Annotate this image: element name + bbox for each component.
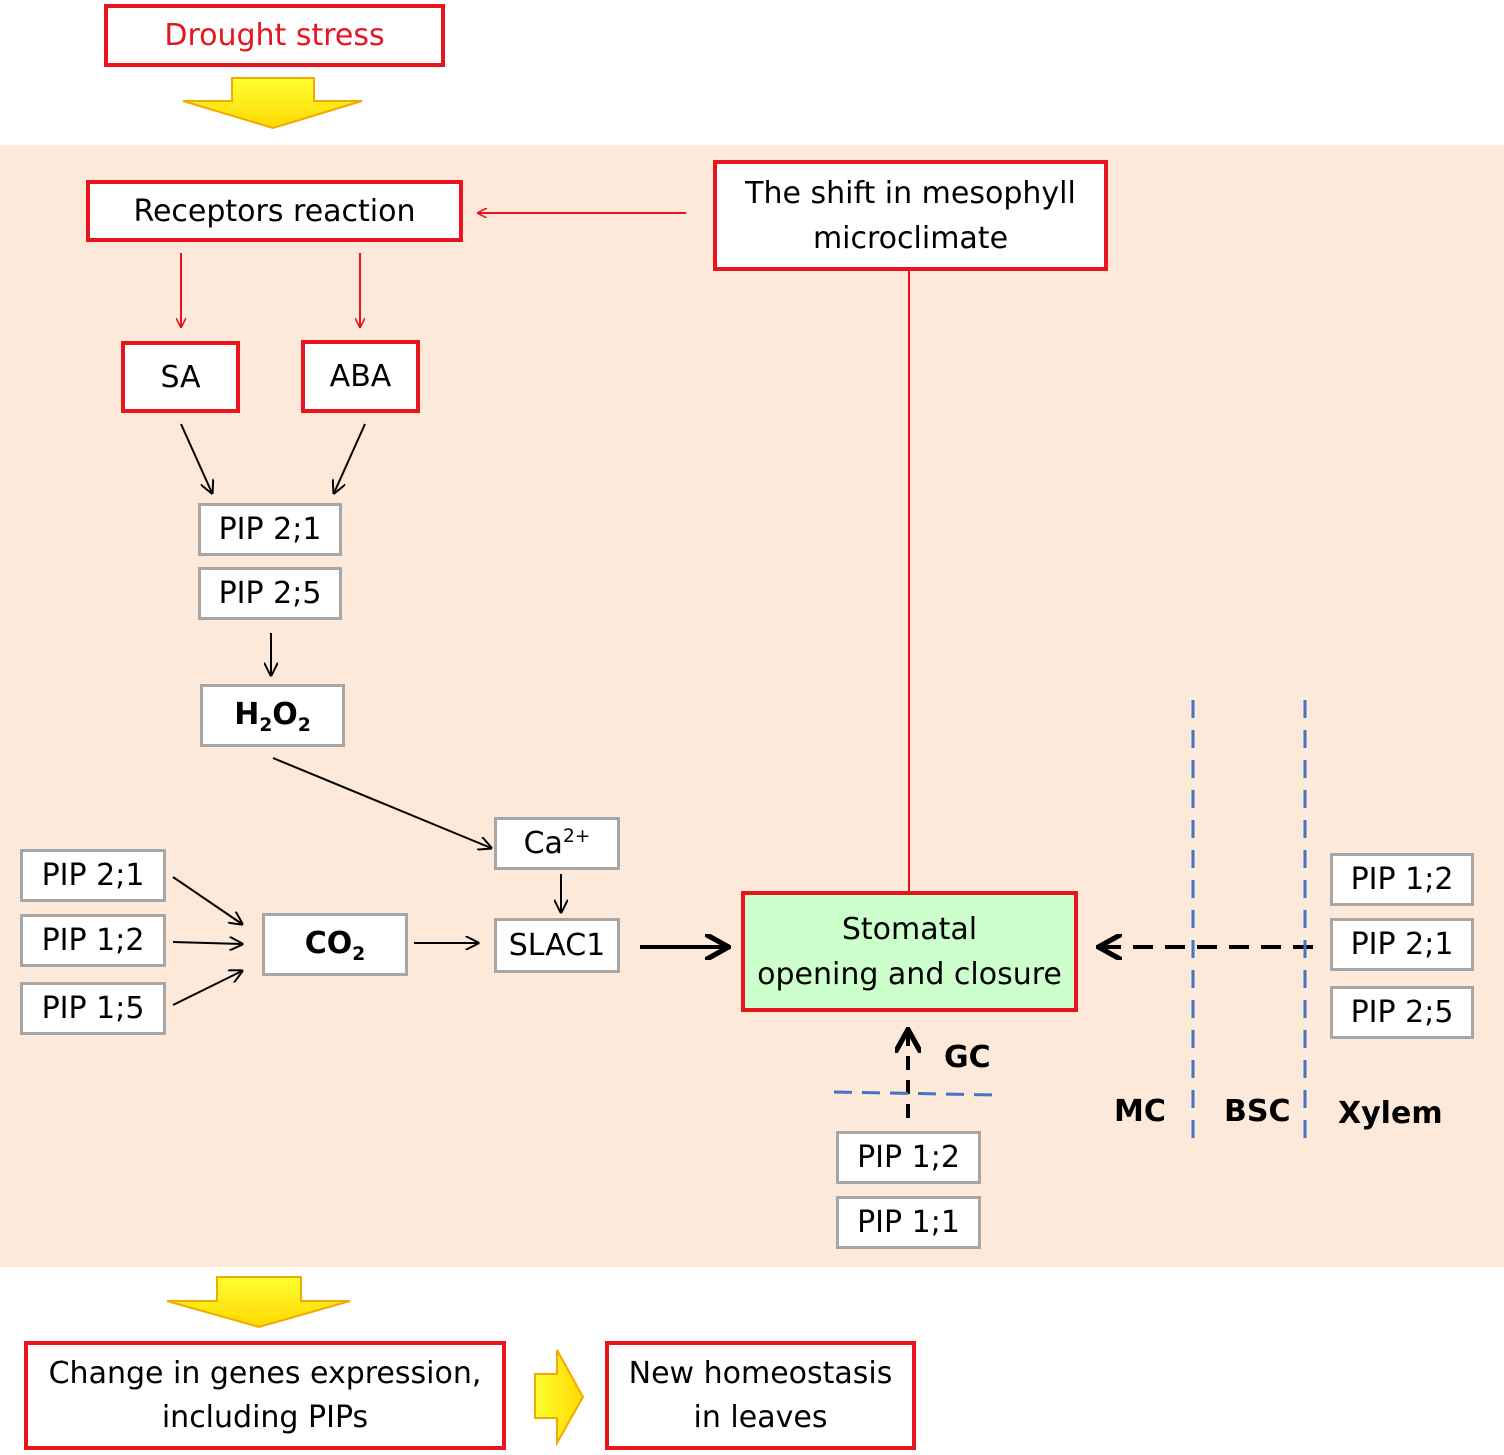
gene-expression-line-2: including PIPs — [161, 1399, 369, 1435]
arrow-sa-to-pip — [180, 423, 212, 493]
bsc-label: BSC — [1224, 1094, 1291, 1129]
left-pip-label: PIP 2;1 — [41, 858, 145, 893]
bottom-pip-label: PIP 1;1 — [857, 1205, 960, 1240]
right-pip-box: PIP 2;1 — [1330, 918, 1474, 971]
mesophyll-line-2: microclimate — [812, 220, 1009, 256]
receptors-reaction-box: Receptors reaction — [86, 180, 463, 242]
arrow-pip21-to-co2 — [172, 876, 242, 924]
mesophyll-line-1: The shift in mesophyll — [745, 175, 1076, 211]
drought-stress-label: Drought stress — [164, 18, 385, 53]
mesophyll-shift-box: The shift in mesophyll microclimate — [713, 160, 1108, 271]
drought-stress-box: Drought stress — [104, 4, 445, 67]
yellow-arrow-bottom — [166, 1276, 351, 1329]
left-pip-box: PIP 1;2 — [20, 914, 166, 967]
boundary-gc — [833, 1090, 997, 1097]
left-pip-label: PIP 1;2 — [41, 923, 145, 958]
left-pip-box: PIP 1;5 — [20, 982, 166, 1035]
stomatal-box: Stomatal opening and closure — [741, 891, 1078, 1012]
pip25-top-box: PIP 2;5 — [198, 567, 342, 620]
stomatal-line-1: Stomatal — [841, 911, 978, 947]
bottom-pip-label: PIP 1;2 — [857, 1140, 960, 1175]
sa-label: SA — [160, 359, 201, 395]
left-pip-label: PIP 1;5 — [41, 991, 145, 1026]
aba-box: ABA — [301, 340, 420, 413]
arrow-pip15-to-co2 — [172, 971, 242, 1006]
right-pip-box: PIP 1;2 — [1330, 853, 1474, 906]
co2-box: CO2 — [262, 913, 408, 976]
pip21-top-label: PIP 2;1 — [218, 512, 322, 547]
bottom-pip-box: PIP 1;2 — [836, 1131, 981, 1184]
arrow-h2o2-to-ca — [272, 757, 491, 848]
pip21-top-box: PIP 2;1 — [198, 503, 342, 556]
left-pip-box: PIP 2;1 — [20, 849, 166, 902]
arrow-pip12-to-co2 — [172, 942, 242, 944]
h2o2-label: H2O2 — [234, 696, 311, 736]
slac1-box: SLAC1 — [494, 918, 620, 973]
homeostasis-line-1: New homeostasis — [628, 1356, 893, 1391]
right-pip-label: PIP 1;2 — [1350, 862, 1454, 897]
aba-label: ABA — [329, 359, 392, 394]
yellow-arrow-top — [182, 77, 363, 130]
right-pip-label: PIP 2;1 — [1350, 927, 1454, 962]
calcium-box: Ca2+ — [494, 817, 620, 870]
right-pip-label: PIP 2;5 — [1350, 995, 1454, 1030]
gene-expression-line-1: Change in genes expression, — [48, 1356, 482, 1391]
yellow-arrow-right — [534, 1349, 585, 1447]
right-pip-box: PIP 2;5 — [1330, 986, 1474, 1039]
gc-label: GC — [944, 1040, 991, 1075]
gene-expression-box: Change in genes expression, including PI… — [24, 1341, 506, 1450]
pip25-top-label: PIP 2;5 — [218, 576, 322, 611]
arrow-aba-to-pip — [334, 423, 366, 493]
co2-label: CO2 — [304, 925, 366, 965]
h2o2-box: H2O2 — [200, 684, 345, 747]
bottom-pip-box: PIP 1;1 — [836, 1196, 981, 1249]
sa-box: SA — [121, 341, 240, 413]
xylem-label: Xylem — [1338, 1096, 1443, 1131]
receptors-reaction-label: Receptors reaction — [133, 193, 416, 229]
calcium-label: Ca2+ — [523, 826, 591, 861]
homeostasis-line-2: in leaves — [693, 1399, 828, 1435]
slac1-label: SLAC1 — [508, 928, 606, 963]
stomatal-line-2: opening and closure — [757, 956, 1062, 992]
mc-label: MC — [1114, 1094, 1166, 1129]
homeostasis-box: New homeostasis in leaves — [605, 1341, 916, 1450]
